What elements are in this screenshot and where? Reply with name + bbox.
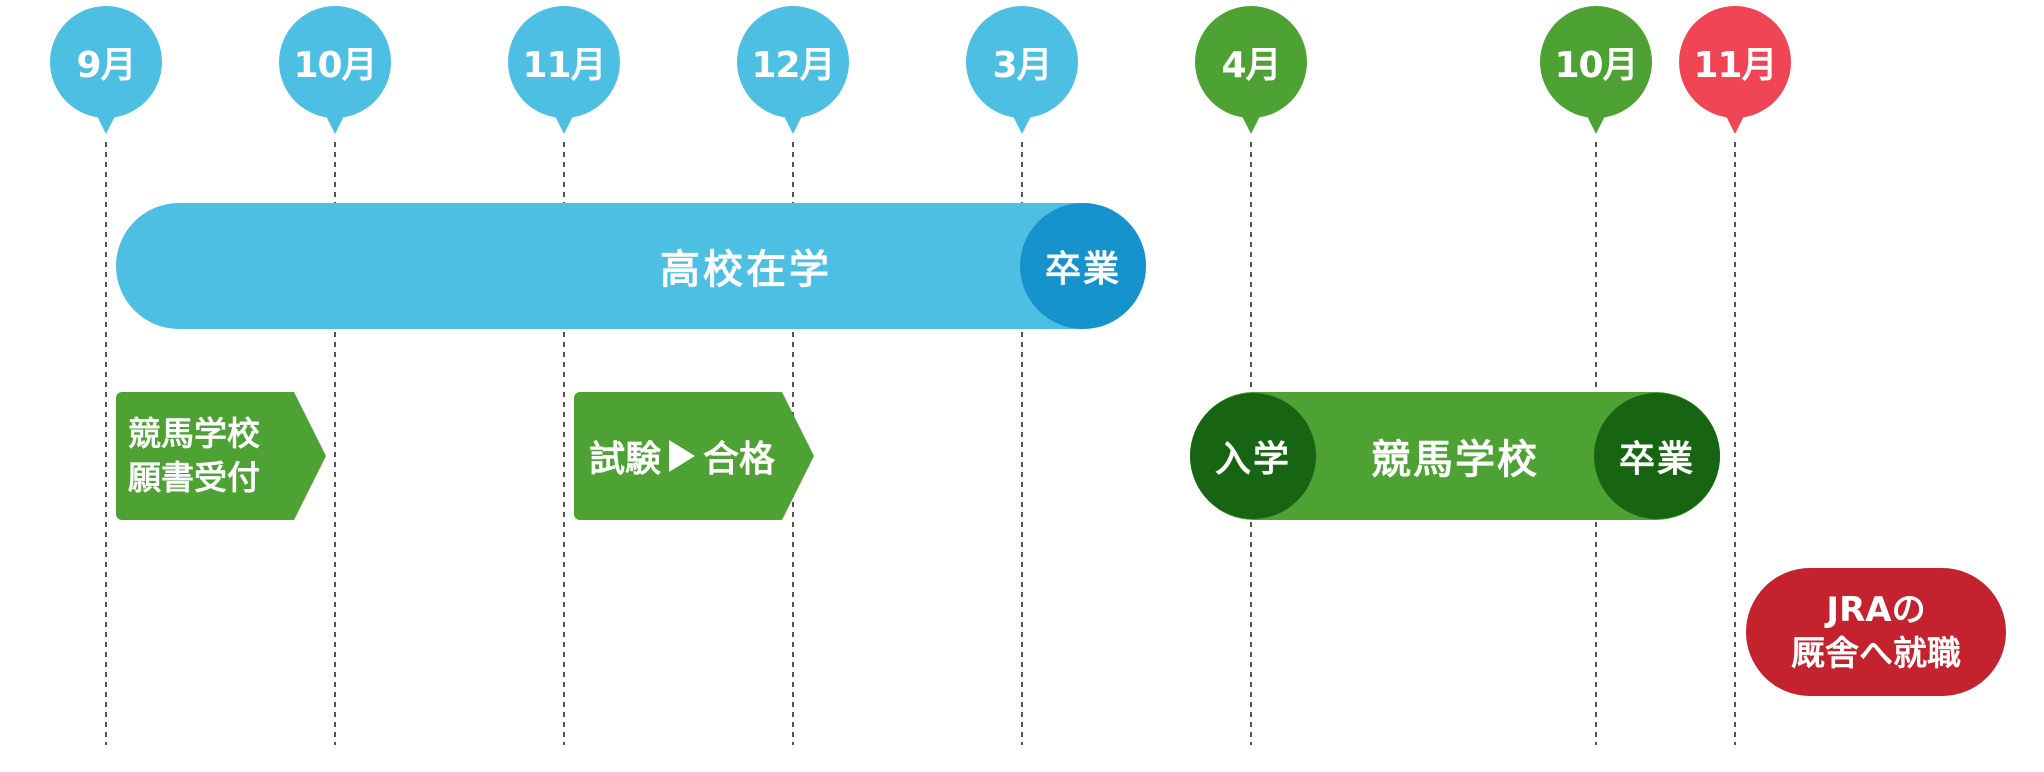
employment-line-1: JRAの xyxy=(1826,590,1926,630)
month-label: 4月 xyxy=(1195,6,1307,118)
marker-pointer xyxy=(552,110,576,134)
racing-school-enter-badge: 入学 xyxy=(1190,393,1316,519)
month-marker-oct-2: 10月 xyxy=(1540,6,1652,146)
exam-arrow: 試験 合格 xyxy=(574,392,814,520)
jra-employment-pill: JRAの 厩舎へ就職 xyxy=(1746,568,2006,696)
pass-label: 合格 xyxy=(703,439,776,480)
marker-pointer xyxy=(323,110,347,134)
month-marker-oct: 10月 xyxy=(279,6,391,146)
racing-school-label: 競馬学校 xyxy=(1371,437,1539,483)
application-line-2: 願書受付 xyxy=(128,458,260,497)
exam-label: 試験 xyxy=(588,439,661,480)
marker-pointer xyxy=(1239,110,1263,134)
application-line-1: 競馬学校 xyxy=(128,414,260,453)
high-school-label: 高校在学 xyxy=(660,247,832,293)
month-marker-nov-2: 11月 xyxy=(1679,6,1791,146)
month-label: 3月 xyxy=(966,6,1078,118)
marker-pointer xyxy=(781,110,805,134)
play-triangle-icon xyxy=(669,440,695,472)
employment-line-2: 厩舎へ就職 xyxy=(1791,634,1961,674)
marker-pointer xyxy=(94,110,118,134)
month-marker-mar: 3月 xyxy=(966,6,1078,146)
marker-pointer xyxy=(1010,110,1034,134)
marker-pointer xyxy=(1723,110,1747,134)
month-marker-nov: 11月 xyxy=(508,6,620,146)
month-label: 11月 xyxy=(1679,6,1791,118)
month-label: 10月 xyxy=(279,6,391,118)
month-marker-sep: 9月 xyxy=(50,6,162,146)
month-label: 10月 xyxy=(1540,6,1652,118)
marker-pointer xyxy=(1584,110,1608,134)
month-marker-apr: 4月 xyxy=(1195,6,1307,146)
high-school-graduation-badge: 卒業 xyxy=(1020,203,1146,329)
month-label: 11月 xyxy=(508,6,620,118)
month-marker-dec: 12月 xyxy=(737,6,849,146)
racing-school-graduation-badge: 卒業 xyxy=(1594,393,1720,519)
month-label: 9月 xyxy=(50,6,162,118)
month-label: 12月 xyxy=(737,6,849,118)
high-school-bar: 高校在学 xyxy=(116,203,1146,329)
application-arrow: 競馬学校 願書受付 xyxy=(116,392,326,520)
